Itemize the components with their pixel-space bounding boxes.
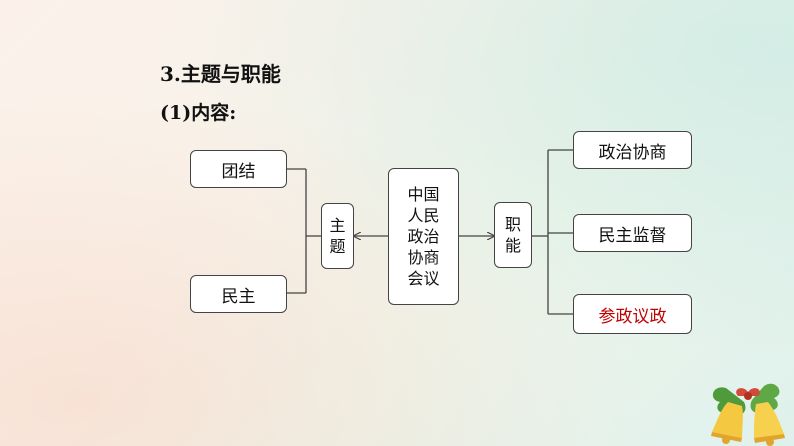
bells-icon bbox=[711, 383, 785, 446]
function-node-label: 职 能 bbox=[504, 215, 521, 255]
section-subtitle: (1)内容: bbox=[160, 102, 237, 124]
theme-item-unity: 团结 bbox=[190, 150, 287, 188]
function-node: 职 能 bbox=[494, 202, 532, 268]
center-node-label: 中国 人民 政治 协商 会议 bbox=[407, 185, 440, 288]
function-item-participation: 参政议政 bbox=[573, 294, 692, 334]
function-item-consultation: 政治协商 bbox=[573, 131, 692, 169]
function-item-supervision: 民主监督 bbox=[573, 214, 692, 252]
theme-node: 主 题 bbox=[321, 203, 354, 269]
center-node: 中国 人民 政治 协商 会议 bbox=[388, 168, 459, 305]
theme-node-label: 主 题 bbox=[329, 216, 346, 256]
function-bracket bbox=[532, 149, 573, 315]
section-title: 3.主题与职能 bbox=[160, 62, 281, 86]
theme-item-democracy: 民主 bbox=[190, 275, 287, 313]
theme-bracket bbox=[287, 168, 321, 294]
